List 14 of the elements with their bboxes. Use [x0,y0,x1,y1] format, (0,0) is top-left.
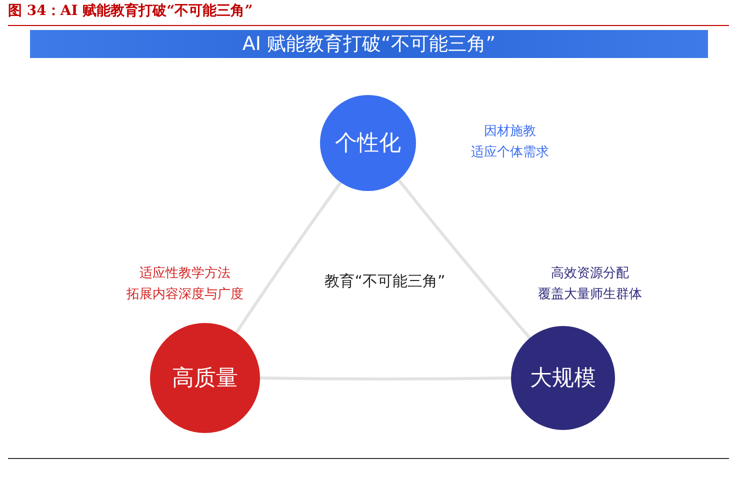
circle-node: 个性化 [320,95,416,191]
side-note: 拓展内容深度与广度 [126,286,244,304]
side-note: 适应性教学方法 [138,265,232,283]
side-note: 因材施教 [483,123,537,141]
circle-node: 高质量 [150,323,260,433]
center-label: 教育“不可能三角” [324,272,446,291]
connector-line [235,182,342,334]
side-note: 适应个体需求 [470,144,550,162]
banner-heading: AI 赋能教育打破“不可能三角” [30,30,708,58]
figure-title: 图 34：AI 赋能教育打破“不可能三角” [8,2,253,20]
connector-line [397,179,531,339]
side-note: 高效资源分配 [550,265,630,283]
side-note: 覆盖大量师生群体 [537,286,643,304]
circle-node: 大规模 [511,326,615,430]
